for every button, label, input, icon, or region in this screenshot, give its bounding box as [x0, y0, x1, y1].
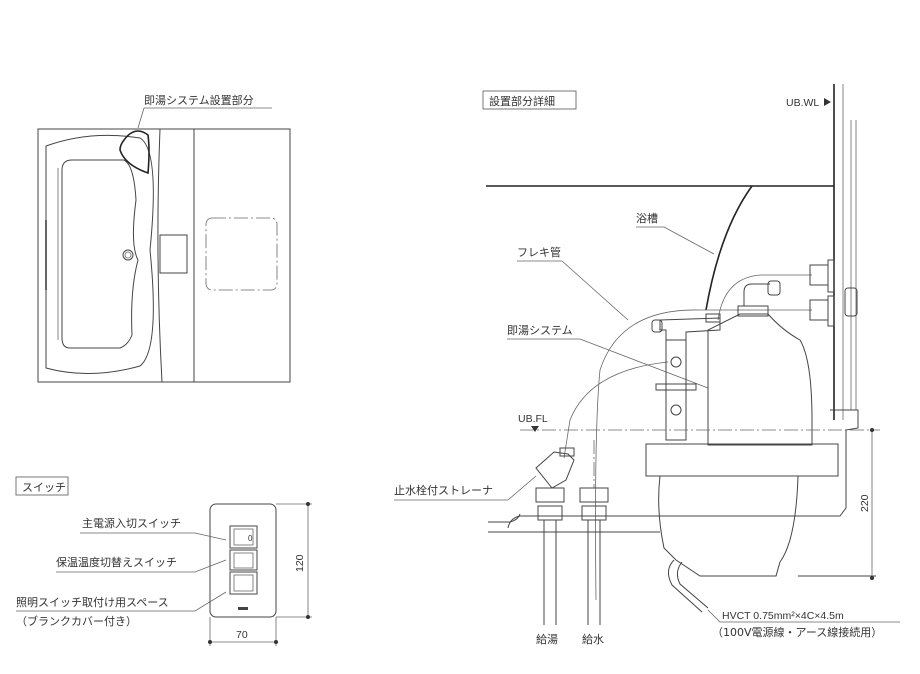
- brand-mark: [238, 607, 248, 610]
- water-supply-valve: [579, 487, 609, 503]
- blank-cover: [229, 571, 258, 595]
- drain-icon: [122, 249, 134, 261]
- hot-supply-valve: [535, 487, 565, 503]
- plan-callout-label: 即湯システム設置部分: [144, 93, 254, 107]
- main-power-label: 主電源入切スイッチ: [82, 516, 181, 530]
- tank-bottom: [658, 475, 799, 577]
- floor-pan: [507, 409, 859, 529]
- light-space-label: 照明スイッチ取付け用スペース: [16, 596, 169, 609]
- switch-section-title: スイッチ: [22, 481, 66, 494]
- temp-switch: [229, 549, 258, 571]
- flex-pipe-label: フレキ管: [517, 245, 561, 259]
- ub-wl-label: UB.WL: [786, 97, 819, 109]
- flex-pipe-leader: [517, 260, 629, 321]
- bathtub-wall: [705, 185, 753, 311]
- height-dimension: 120: [294, 554, 306, 572]
- switch-plate: [209, 503, 277, 618]
- ub-fl-label: UB.FL: [518, 413, 548, 425]
- instant-system-leader: [507, 338, 709, 389]
- tank-base: [645, 443, 839, 477]
- temp-switch-label: 保温温度切替えスイッチ: [56, 555, 177, 569]
- water-supply-label: 給水: [582, 632, 604, 646]
- detail-view: 設置部分詳細 UB.WL 浴槽 フレキ管 即湯システム: [394, 84, 900, 646]
- temp-switch-leader: [56, 559, 227, 573]
- strainer-label: 止水栓付ストレーナ: [394, 483, 493, 497]
- bathtub-inner: [61, 159, 139, 349]
- main-power-switch: [229, 525, 258, 549]
- detail-title-box: [482, 90, 577, 110]
- bathtub-leader: [636, 226, 715, 255]
- light-space-note: （ブランクカバー付き）: [16, 614, 137, 628]
- bathtub-outer: [45, 134, 154, 374]
- cable-spec-label: HVCT 0.75mm²×4C×4.5m: [722, 610, 844, 622]
- system-location-marker: [119, 130, 150, 175]
- tub-divider: [157, 128, 163, 383]
- switch-section: スイッチ 0 主電源入切スイッチ 保温温度切替えスイッチ 照明スイッチ取付け用ス…: [15, 476, 312, 646]
- height-220-dimension: 220: [859, 494, 871, 512]
- callout-leader: [137, 107, 145, 129]
- unit-bath-outline: [37, 128, 291, 383]
- power-cable: [668, 559, 703, 613]
- wall-fitting-lower: [809, 299, 829, 321]
- light-space-leader: [16, 591, 227, 612]
- hot-supply-label: 給湯: [536, 632, 558, 646]
- ub-fl-marker-icon: [531, 426, 539, 432]
- wall-fitting-upper: [809, 264, 829, 286]
- flex-pipe: [595, 309, 812, 601]
- strainer-leader: [394, 475, 537, 501]
- plan-view: 即湯システム設置部分: [37, 93, 291, 383]
- main-switch-mark: 0: [248, 534, 253, 543]
- strainer-body: [535, 451, 575, 489]
- hot-water-tank: [707, 313, 813, 446]
- instant-system-label: 即湯システム: [507, 324, 573, 337]
- detail-section-title: 設置部分詳細: [489, 94, 555, 108]
- width-dimension: 70: [236, 629, 248, 641]
- cable-note-label: （100V電源線・アース線接続用）: [712, 625, 882, 639]
- cable-leader: [707, 609, 900, 623]
- bathtub-label: 浴槽: [636, 212, 658, 225]
- main-power-leader: [80, 532, 227, 541]
- wash-area-outline: [205, 217, 278, 291]
- ub-wl-marker-icon: [824, 98, 831, 106]
- counter-shelf: [159, 234, 188, 274]
- switch-title-box: [15, 476, 69, 496]
